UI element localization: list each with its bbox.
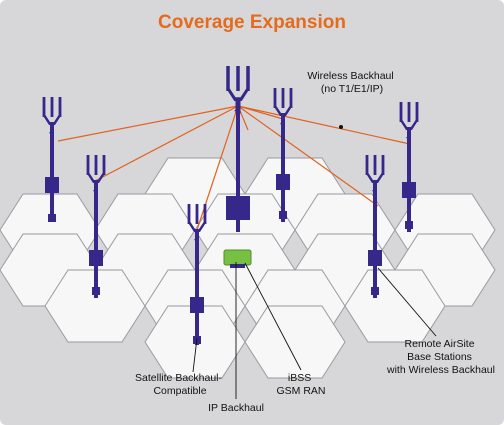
callout-lines [192, 262, 437, 399]
base-station-5 [365, 155, 385, 298]
wireless-link-5 [237, 105, 411, 145]
wireless-link-0 [57, 105, 239, 142]
wireless-link-4 [237, 105, 379, 207]
wireless-links [57, 105, 411, 231]
base-station-1 [86, 155, 106, 298]
link-marker [339, 125, 343, 129]
base-station-6 [399, 102, 419, 232]
coverage-cells [0, 157, 496, 379]
callout-line-0 [192, 337, 198, 373]
label-remote-airsite: Remote AirSite Base Stations with Wirele… [386, 338, 495, 376]
callout-line-3 [377, 267, 437, 337]
label-ibss: iBSS GSM RAN [276, 372, 325, 397]
base-station-3 [226, 66, 250, 232]
label-satellite-backhaul: Satellite Backhaul- Compatible [135, 372, 225, 397]
coverage-cell-15 [344, 269, 446, 343]
callout-line-2 [244, 262, 302, 371]
page-title: Coverage Expansion [158, 12, 346, 33]
label-ip-backhaul: IP Backhaul [208, 402, 264, 414]
label-wireless-backhaul: Wireless Backhaul (no T1/E1/IP) [307, 70, 396, 95]
base-station-4 [273, 88, 293, 222]
ibss-unit [223, 249, 252, 268]
wireless-link-1 [94, 105, 239, 182]
base-stations [42, 66, 419, 345]
base-station-0 [42, 97, 62, 222]
